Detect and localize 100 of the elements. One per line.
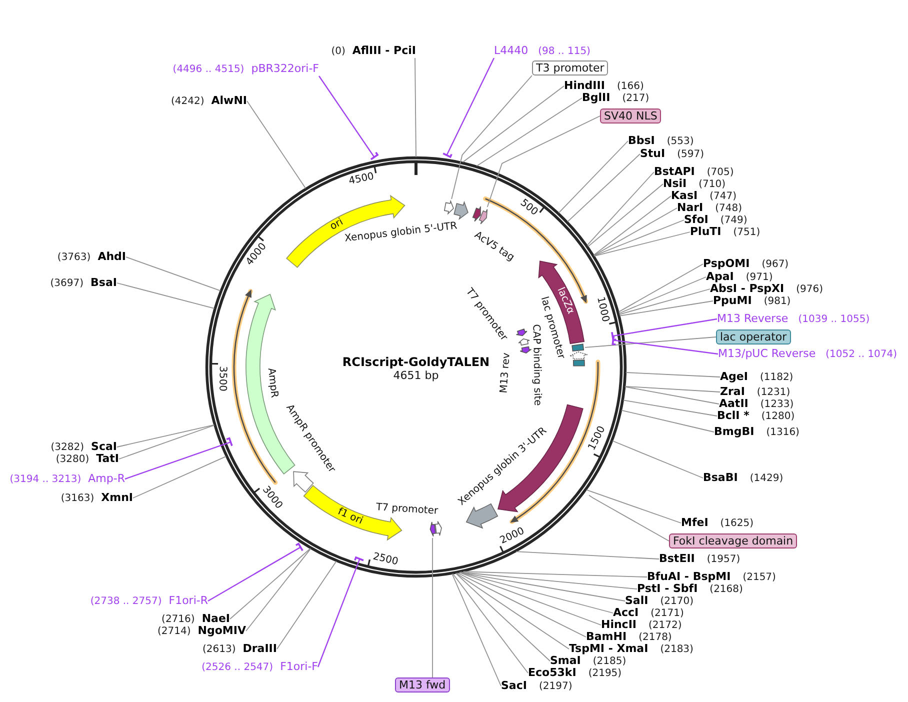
enzyme-name: XmnI xyxy=(101,491,133,504)
leader-line xyxy=(456,572,570,650)
enzyme-name: BsaBI xyxy=(703,471,738,484)
cut-site-position: (710) xyxy=(698,178,726,191)
cut-site-position: (1231) xyxy=(756,386,790,399)
scale-number: 1000 xyxy=(594,296,612,324)
cut-site-position: (1957) xyxy=(706,553,740,566)
leader-line xyxy=(516,551,660,560)
leader-line xyxy=(432,538,433,678)
feature-tag: FokI cleavage domain xyxy=(669,534,798,548)
leader-line xyxy=(452,573,502,686)
enzyme-name: SalI xyxy=(625,594,648,607)
leader-line xyxy=(246,548,312,632)
leader-line xyxy=(246,100,306,189)
enzyme-name: KasI xyxy=(671,189,698,202)
cut-site-position: (3280) xyxy=(56,453,90,466)
enzyme-name: NarI xyxy=(677,201,704,214)
plasmid-length: 4651 bp xyxy=(393,369,439,382)
leader-line xyxy=(593,196,672,256)
enzyme-name: AhdI xyxy=(98,250,126,263)
enzyme-name: BstAPI xyxy=(654,165,695,178)
leader-line xyxy=(618,288,710,315)
primer-name: F1ori-F xyxy=(280,660,318,673)
plasmid-name: RCIscript-GoldyTALEN xyxy=(342,355,490,369)
enzyme-name: BamHI xyxy=(586,630,627,643)
enzyme-name: SacI xyxy=(501,679,527,692)
feature-label: Xenopus globin 5'-UTR xyxy=(344,220,458,246)
enzyme-name: BstEII xyxy=(659,552,695,565)
leader-line xyxy=(118,424,215,460)
cut-site-position: (2195) xyxy=(588,667,622,680)
feature-label: AmpR xyxy=(264,368,280,399)
scale-number: 1500 xyxy=(586,424,608,453)
feature-name: ori xyxy=(328,216,346,233)
cut-site-position: (2157) xyxy=(742,571,776,584)
enzyme-name: AbsI - PspXI xyxy=(710,282,784,295)
leader-line xyxy=(612,440,704,478)
primer-range: (1052 .. 1074) xyxy=(826,348,898,361)
primer-name: L4440 xyxy=(494,44,528,57)
cut-site-position: (976) xyxy=(796,283,824,296)
cut-site-position: (1625) xyxy=(720,517,754,530)
leader-line xyxy=(624,386,720,392)
enzyme-name: AlwNI xyxy=(211,94,247,107)
leader-line xyxy=(459,572,614,614)
cut-site-position: (2172) xyxy=(648,619,682,632)
enzyme-name: BglII xyxy=(582,91,610,104)
cut-site-position: (1233) xyxy=(760,398,794,411)
cut-site-position: (1182) xyxy=(760,371,794,384)
leader-line xyxy=(318,76,378,160)
leader-line xyxy=(567,154,640,222)
leader-line xyxy=(462,86,564,163)
enzyme-name: DraIII xyxy=(242,642,277,655)
cut-site-position: (597) xyxy=(677,148,704,161)
leader-line xyxy=(618,276,706,314)
cut-site-position: (748) xyxy=(715,202,742,215)
scale-number: 500 xyxy=(517,197,540,218)
feature-tag: M13 fwd xyxy=(395,678,450,692)
leader-line xyxy=(586,489,682,524)
leader-line xyxy=(594,220,684,256)
leader-line xyxy=(624,386,720,404)
scale-number: 3500 xyxy=(215,366,228,392)
feature-label: T7 promoter xyxy=(376,502,438,518)
enzyme-name: ScaI xyxy=(91,440,117,453)
leader-line xyxy=(230,548,311,620)
leader-line xyxy=(208,542,304,602)
cut-site-position: (749) xyxy=(720,214,748,226)
primer-range: (2526 .. 2547) xyxy=(202,661,274,674)
cut-site-position: (981) xyxy=(764,295,791,308)
cut-site-position: (2613) xyxy=(202,643,236,656)
enzyme-name: Eco53kI xyxy=(528,666,576,679)
feature-tag: T3 promoter xyxy=(532,60,608,76)
cut-site-position: (2197) xyxy=(538,680,572,693)
primer-range: (4496 .. 4515) xyxy=(172,63,244,76)
enzyme-name: AgeI xyxy=(720,370,748,383)
enzyme-name: SfoI xyxy=(684,213,708,226)
leader-line xyxy=(625,372,720,378)
enzyme-name: HindIII xyxy=(564,79,605,92)
enzyme-name: PspOMI xyxy=(703,257,750,270)
primer-range: (98 .. 115) xyxy=(538,45,590,58)
primer-name: Amp-R xyxy=(88,472,125,485)
cut-site-position: (2170) xyxy=(660,595,694,608)
enzyme-name: TatI xyxy=(96,452,119,465)
cut-site-position: (2716) xyxy=(162,613,195,626)
cut-site-position: (1280) xyxy=(761,410,795,423)
enzyme-name: ZraI xyxy=(720,385,745,398)
primer-name: F1ori-R xyxy=(168,594,208,607)
cut-site-position: (553) xyxy=(666,135,694,148)
enzyme-name: NsiI xyxy=(663,177,687,190)
primer-range: (1039 .. 1055) xyxy=(798,313,870,326)
cut-site-position: (1316) xyxy=(766,426,800,439)
leader-line xyxy=(584,336,716,348)
leader-line xyxy=(116,424,215,448)
feature-label: M13 rev xyxy=(498,352,514,394)
leader-line xyxy=(460,572,638,590)
leader-line xyxy=(612,335,718,355)
enzyme-name: MfeI xyxy=(681,516,708,529)
primer-name: M13 Reverse xyxy=(717,312,788,325)
feature-tag: SV40 NLS xyxy=(600,108,662,124)
cut-site-position: (971) xyxy=(746,271,773,284)
cut-site-position: (2171) xyxy=(650,607,684,620)
leader-line xyxy=(619,300,714,316)
